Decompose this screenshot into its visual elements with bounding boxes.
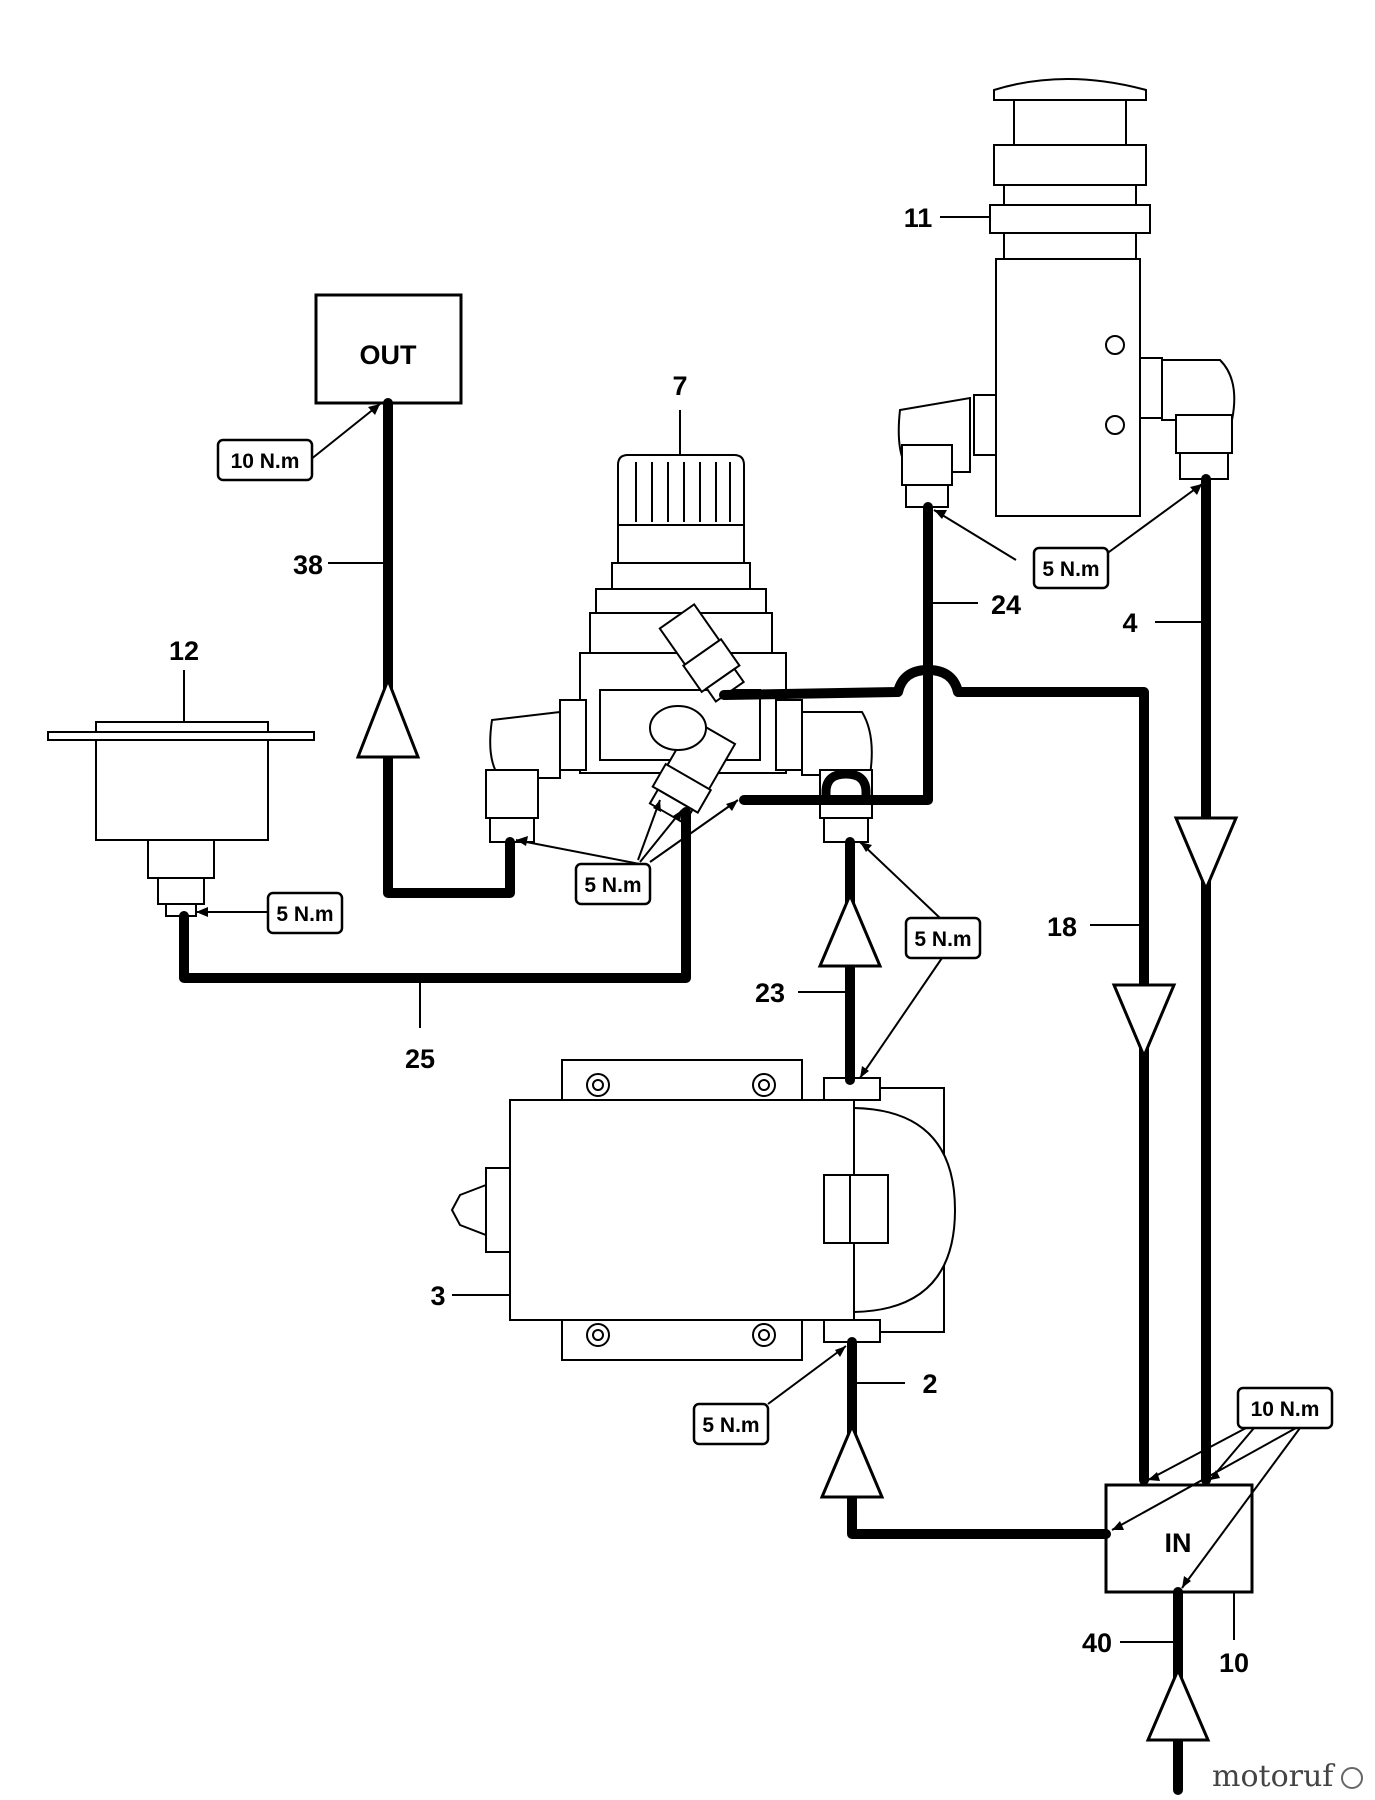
label-7: 7 bbox=[672, 371, 687, 401]
pipe-25 bbox=[179, 807, 691, 983]
arrow-up-23 bbox=[817, 891, 883, 968]
svg-text:5 N.m: 5 N.m bbox=[584, 874, 641, 897]
torque-valve: 5 N.m bbox=[1032, 546, 1110, 590]
leader-lines bbox=[183, 216, 1301, 1643]
label-12: 12 bbox=[169, 636, 199, 666]
in-block: IN bbox=[1104, 1483, 1254, 1594]
watermark-logo: motoruf bbox=[1212, 1759, 1335, 1794]
arrow-up-2 bbox=[819, 1422, 885, 1499]
part-numbers: 7 11 12 38 24 4 25 18 23 3 2 40 10 bbox=[169, 203, 1249, 1678]
torque-pump-outlet: 5 N.m bbox=[904, 916, 982, 960]
pump-3 bbox=[450, 1059, 957, 1361]
leader-arrow-tips bbox=[196, 404, 1220, 1588]
pipe-24 bbox=[739, 502, 933, 805]
label-4: 4 bbox=[1122, 608, 1137, 638]
pipe-2 bbox=[847, 1337, 1111, 1539]
label-38: 38 bbox=[293, 550, 323, 580]
watermark-icon bbox=[1341, 1767, 1363, 1789]
label-40: 40 bbox=[1082, 1628, 1112, 1658]
out-box: OUT bbox=[314, 293, 463, 405]
torque-pump-inlet: 5 N.m bbox=[692, 1402, 770, 1446]
label-25: 25 bbox=[405, 1044, 435, 1074]
label-18: 18 bbox=[1047, 912, 1077, 942]
svg-text:5 N.m: 5 N.m bbox=[276, 903, 333, 926]
arrow-down-4 bbox=[1173, 816, 1239, 893]
tank-12 bbox=[47, 721, 315, 917]
out-label: OUT bbox=[360, 340, 418, 370]
svg-text:5 N.m: 5 N.m bbox=[702, 1414, 759, 1437]
torque-in: 10 N.m bbox=[1236, 1386, 1334, 1430]
torque-out: 10 N.m bbox=[216, 438, 314, 482]
torque-regulator: 5 N.m bbox=[574, 862, 652, 906]
push-valve-11 bbox=[897, 78, 1236, 517]
arrow-down-18 bbox=[1111, 983, 1177, 1060]
label-10: 10 bbox=[1219, 1648, 1249, 1678]
regulator-7 bbox=[485, 454, 873, 843]
label-2: 2 bbox=[922, 1369, 937, 1399]
label-23: 23 bbox=[755, 978, 785, 1008]
svg-text:5 N.m: 5 N.m bbox=[914, 928, 971, 951]
svg-text:10 N.m: 10 N.m bbox=[1251, 1398, 1320, 1421]
torque-callouts: 10 N.m 5 N.m 5 N.m 5 N.m 5 N.m 5 N.m 10 … bbox=[216, 438, 1334, 1446]
label-3: 3 bbox=[430, 1281, 445, 1311]
svg-text:5 N.m: 5 N.m bbox=[1042, 558, 1099, 581]
torque-tank: 5 N.m bbox=[266, 891, 344, 935]
pipe-38 bbox=[383, 398, 515, 898]
pipe-18 bbox=[719, 665, 1149, 1485]
in-label: IN bbox=[1165, 1528, 1192, 1558]
svg-text:10 N.m: 10 N.m bbox=[231, 450, 300, 473]
label-24: 24 bbox=[991, 590, 1021, 620]
arrow-up-40 bbox=[1145, 1666, 1211, 1742]
flow-arrows bbox=[355, 675, 1239, 1742]
arrow-up-38 bbox=[355, 675, 421, 759]
label-11: 11 bbox=[904, 203, 933, 233]
